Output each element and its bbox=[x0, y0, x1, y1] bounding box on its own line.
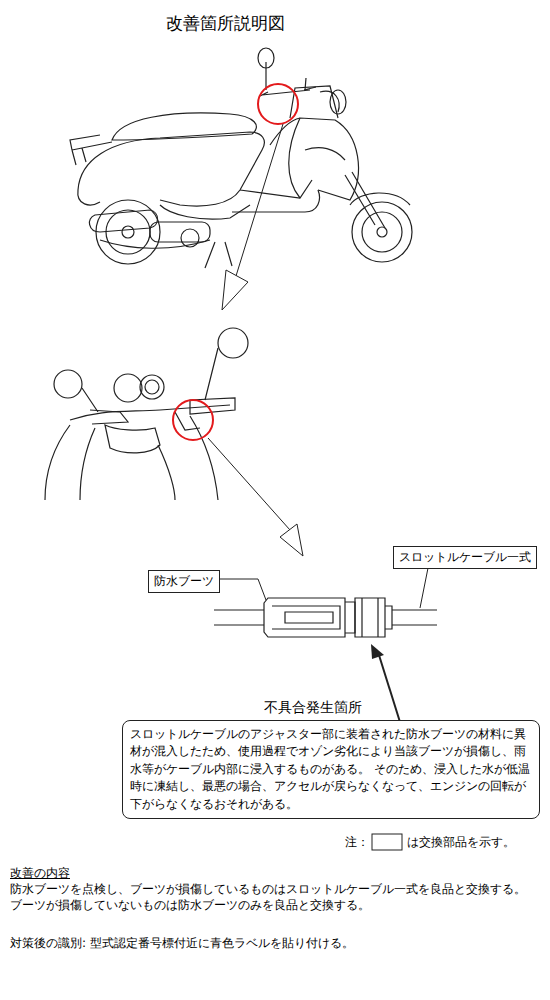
drawing-stroke bbox=[362, 598, 378, 637]
drawing-stroke bbox=[362, 212, 402, 252]
drawing-stroke bbox=[345, 172, 385, 228]
body-text: 対策後の識別: 型式認定番号標付近に青色ラベルを貼り付ける。 bbox=[10, 936, 354, 952]
note-label: 注： bbox=[345, 835, 369, 851]
drawing-stroke bbox=[82, 348, 218, 412]
drawing-stroke bbox=[100, 240, 210, 248]
drawing-stroke bbox=[270, 118, 358, 200]
callout-box: 不具合発生箇所スロットルケーブルのアジャスター部に装着された防水ブーツの材料に異… bbox=[122, 720, 540, 819]
drawing-stroke bbox=[392, 610, 437, 625]
drawing-stroke bbox=[420, 568, 428, 608]
drawing-stroke bbox=[216, 579, 266, 600]
drawing-stroke bbox=[258, 48, 274, 68]
drawing-stroke bbox=[105, 425, 160, 453]
zoom-arrow bbox=[208, 438, 303, 556]
section-heading: 改善の内容 bbox=[10, 866, 70, 882]
drawing-stroke bbox=[236, 124, 283, 276]
drawing-stroke bbox=[90, 410, 128, 424]
drawing-stroke bbox=[158, 445, 175, 500]
label-text: 防水ブーツ bbox=[154, 573, 214, 590]
drawing-stroke bbox=[355, 598, 385, 637]
drawing-stroke bbox=[114, 374, 142, 402]
drawing-stroke bbox=[285, 612, 333, 623]
drawing-stroke bbox=[122, 226, 134, 238]
label-box: 防水ブーツ bbox=[148, 570, 220, 593]
drawing-stroke bbox=[218, 328, 248, 358]
drawing-stroke bbox=[240, 180, 312, 198]
drawing-stroke bbox=[345, 602, 355, 633]
body-text: ブーツが損傷していないものは防水ブーツのみを良品と交換する。 bbox=[10, 898, 370, 914]
drawing-stroke bbox=[305, 148, 345, 160]
drawing-stroke bbox=[89, 210, 157, 232]
drawing-stroke bbox=[265, 62, 266, 90]
drawing-stroke bbox=[305, 78, 306, 90]
drawing-stroke bbox=[352, 202, 412, 262]
drawing-stroke bbox=[264, 598, 345, 637]
drawing-stroke bbox=[78, 190, 100, 205]
highlight-circle bbox=[258, 84, 298, 124]
leader-line bbox=[216, 568, 428, 608]
drawing-stroke bbox=[214, 610, 264, 625]
drawing-stroke bbox=[205, 242, 232, 268]
drawing-stroke bbox=[280, 524, 303, 556]
scooter-drawing bbox=[70, 48, 412, 268]
diagram-title: 改善箇所説明図 bbox=[166, 12, 285, 34]
drawing-stroke bbox=[272, 606, 340, 629]
callout-body: スロットルケーブルのアジャスター部に装着された防水ブーツの材料に異材が混入したた… bbox=[122, 720, 540, 819]
drawing-stroke bbox=[330, 90, 346, 114]
drawing-stroke bbox=[289, 118, 300, 198]
drawing-stroke bbox=[260, 87, 316, 96]
drawing-stroke bbox=[232, 190, 319, 212]
drawing-stroke bbox=[140, 375, 164, 399]
pointer-arrow bbox=[371, 644, 400, 722]
callout-text: スロットルケーブルのアジャスター部に装着された防水ブーツの材料に異材が混入したた… bbox=[130, 726, 532, 813]
drawing-stroke bbox=[70, 135, 112, 165]
note-label: は交換部品を示す。 bbox=[407, 835, 515, 851]
drawing-stroke bbox=[378, 652, 400, 722]
drawing-stroke bbox=[222, 270, 248, 310]
drawing-stroke bbox=[112, 113, 256, 140]
body-text: 防水ブーツを点検し、ブーツが損傷しているものはスロットルケーブル一式を良品と交換… bbox=[10, 882, 526, 898]
drawing-stroke bbox=[208, 438, 290, 530]
drawing-stroke bbox=[45, 425, 95, 500]
drawing-stroke bbox=[150, 222, 210, 242]
drawing-stroke bbox=[371, 644, 384, 659]
highlight-circle bbox=[173, 400, 213, 440]
drawing-stroke bbox=[377, 227, 387, 237]
label-text: スロットルケーブル一式 bbox=[399, 549, 531, 566]
callout-heading: 不具合発生箇所 bbox=[262, 699, 364, 717]
zoom-arrow bbox=[222, 124, 283, 310]
handlebar-drawing bbox=[45, 328, 248, 500]
cable-detail bbox=[214, 598, 437, 637]
label-box: スロットルケーブル一式 bbox=[393, 546, 537, 569]
drawing-stroke bbox=[175, 412, 200, 430]
drawing-stroke bbox=[54, 370, 82, 398]
drawing-stroke bbox=[181, 229, 199, 247]
replacement-box-symbol bbox=[372, 834, 402, 850]
drawing-stroke bbox=[145, 380, 159, 394]
drawing-stroke bbox=[385, 606, 392, 629]
